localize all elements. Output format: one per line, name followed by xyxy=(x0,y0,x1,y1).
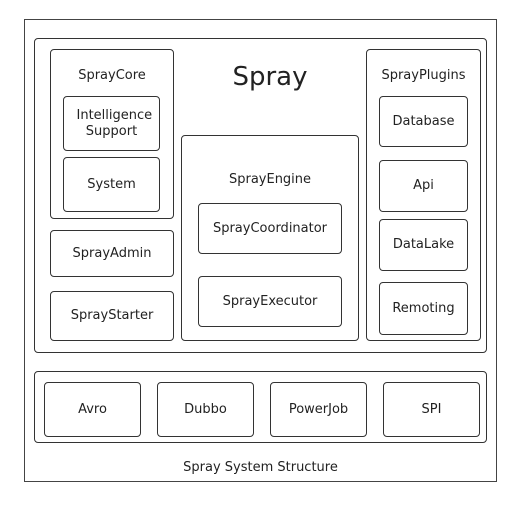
datalake-label: DataLake xyxy=(392,237,455,252)
remoting-box: Remoting xyxy=(379,282,468,335)
avro-box: Avro xyxy=(44,382,141,437)
powerjob-label: PowerJob xyxy=(288,401,349,417)
api-box: Api xyxy=(379,160,468,212)
spi-box: SPI xyxy=(383,382,480,437)
api-label: Api xyxy=(413,178,434,193)
powerjob-box: PowerJob xyxy=(270,382,367,437)
sprayadmin-box: SprayAdmin xyxy=(50,230,174,277)
dubbo-box: Dubbo xyxy=(157,382,254,437)
system-box: System xyxy=(63,157,160,212)
sprayexecutor-label: SprayExecutor xyxy=(222,293,318,309)
sprayexecutor-box: SprayExecutor xyxy=(198,276,342,327)
spraystarter-box: SprayStarter xyxy=(50,291,174,341)
remoting-label: Remoting xyxy=(392,300,455,316)
datalake-box: DataLake xyxy=(379,219,468,271)
spraycoordinator-label: SprayCoordinator xyxy=(212,220,328,236)
spraycoordinator-box: SprayCoordinator xyxy=(198,203,342,254)
sprayengine-title: SprayEngine xyxy=(228,172,312,187)
sprayplugins-title: SprayPlugins xyxy=(381,68,466,83)
intelligence-support-label: Intelligence Support xyxy=(76,107,153,139)
system-label: System xyxy=(87,176,136,192)
spraycore-title: SprayCore xyxy=(78,68,146,83)
sprayadmin-label: SprayAdmin xyxy=(72,245,152,261)
diagram-caption: Spray System Structure xyxy=(183,460,338,475)
spraystarter-label: SprayStarter xyxy=(70,308,154,323)
database-box: Database xyxy=(379,96,468,147)
avro-label: Avro xyxy=(78,401,107,417)
spi-label: SPI xyxy=(421,401,442,417)
intelligence-support-box: Intelligence Support xyxy=(63,96,160,151)
dubbo-label: Dubbo xyxy=(184,401,227,417)
spray-title: Spray xyxy=(232,62,308,92)
database-label: Database xyxy=(392,113,455,129)
